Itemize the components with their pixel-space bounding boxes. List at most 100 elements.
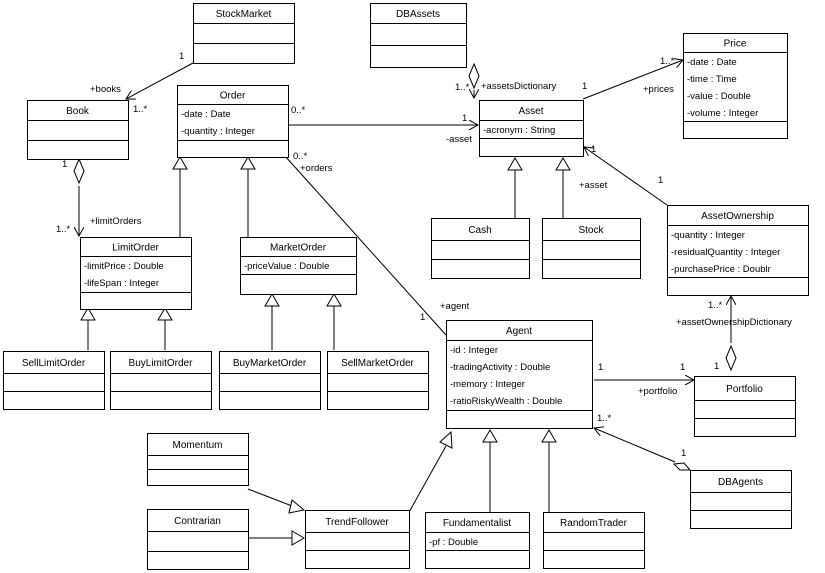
randomtrader-agent-triangle: [541, 429, 557, 443]
fundamentalist-attribute: -pf : Double: [429, 537, 478, 548]
class-buymarketorder[interactable]: BuyMarketOrder: [219, 351, 321, 410]
order-attribute: -date : Date: [181, 109, 231, 120]
trendfollower-agent-generalization: [407, 445, 447, 515]
book-class-name: Book: [66, 106, 90, 117]
class-portfolio[interactable]: Portfolio: [694, 376, 796, 437]
trendfollower-class-name: TrendFollower: [325, 517, 389, 528]
label-sm-book-mult2: 1..*: [133, 104, 148, 115]
class-agent[interactable]: Agent-id : Integer-tradingActivity : Dou…: [446, 320, 593, 429]
book-aggregation-diamond: [73, 157, 85, 185]
label-ao-pf-mult: 1..*: [708, 300, 723, 311]
label-agent-db-mult1: 1: [681, 448, 686, 459]
agent-attribute: -ratioRiskyWealth : Double: [450, 396, 562, 407]
label-order-asset-mult: 0..*: [291, 105, 306, 116]
class-randomtrader[interactable]: RandomTrader: [543, 512, 645, 569]
class-stock[interactable]: Stock: [542, 218, 641, 279]
cash-asset-triangle: [507, 157, 523, 171]
class-asset[interactable]: Asset -acronym : String: [479, 100, 584, 157]
dbagents-aggregation-diamond: [672, 462, 692, 471]
label-book-lo-role: +limitOrders: [90, 216, 142, 227]
class-dbagents[interactable]: DBAgents: [690, 470, 792, 529]
label-ao-asset-mult: 1: [591, 144, 596, 155]
selllimit-triangle: [80, 307, 96, 321]
momentum-trendfollower-generalization: [247, 488, 293, 507]
fundamentalist-class-name: Fundamentalist: [443, 518, 512, 529]
label-book-lo-mult2: 1..*: [56, 224, 71, 235]
relation-labels: 1 +books 1..* 1 1..* +assetsDictionary 1…: [56, 51, 792, 459]
label-agent-pf-mult: 1: [598, 362, 603, 373]
class-fundamentalist[interactable]: Fundamentalist -pf : Double: [425, 512, 530, 569]
buylimitorder-box: [110, 351, 212, 410]
momentum-class-name: Momentum: [172, 440, 222, 451]
class-book[interactable]: Book: [27, 100, 129, 160]
price-class-name: Price: [724, 39, 747, 50]
asset-class-name: Asset: [518, 106, 543, 117]
label-agent-order-mult: 1: [420, 312, 425, 323]
class-limitorder[interactable]: LimitOrder-limitPrice : Double-lifeSpan …: [80, 237, 192, 310]
class-assetownership[interactable]: AssetOwnership-quantity : Integer-residu…: [667, 205, 809, 296]
agent-attribute: -id : Integer: [450, 345, 498, 356]
momentum-box: [147, 433, 249, 486]
assetownership-box: [667, 205, 809, 296]
randomtrader-class-name: RandomTrader: [560, 518, 628, 529]
label-order-agent-mult: 0..*: [293, 151, 308, 162]
label-asset-price-mult1: 1: [582, 81, 587, 92]
contrarian-class-name: Contrarian: [174, 516, 221, 527]
book-box: [27, 100, 129, 160]
limitorder-order-triangle: [172, 156, 188, 170]
dbagents-agent-association: [594, 428, 676, 463]
class-dbassets[interactable]: DBAssets: [370, 3, 467, 68]
fundamentalist-agent-triangle: [482, 429, 498, 443]
order-class-name: Order: [220, 91, 246, 102]
limitorder-box: [80, 237, 192, 310]
selllimitorder-box: [3, 351, 105, 410]
fundamentalist-box: [425, 512, 530, 569]
marketorder-attribute: -priceValue : Double: [244, 261, 329, 272]
label-agent-pf-mult2: 1: [680, 362, 685, 373]
limitorder-attribute: -lifeSpan : Integer: [84, 278, 159, 289]
buymarketorder-box: [219, 351, 321, 410]
marketorder-box: [240, 237, 357, 295]
sellmarketorder-box: [327, 351, 429, 410]
contrarian-trendfollower-triangle: [291, 530, 305, 546]
stock-asset-triangle: [555, 157, 571, 171]
class-sellmarketorder[interactable]: SellMarketOrder: [327, 351, 429, 410]
label-agent-db-mult: 1..*: [597, 413, 612, 424]
class-momentum[interactable]: Momentum: [147, 433, 249, 486]
asset-box: [479, 100, 584, 157]
class-order[interactable]: Order-date : Date-quantity : Integer: [177, 85, 289, 158]
dbagents-class-name: DBAgents: [718, 477, 763, 488]
class-price[interactable]: Price-date : Date-time : Time-value : Do…: [683, 33, 788, 139]
class-buylimitorder[interactable]: BuyLimitOrder: [110, 351, 212, 410]
price-attribute: -time : Time: [687, 74, 737, 85]
stock-box: [542, 218, 641, 279]
label-book-lo-mult: 1: [62, 159, 67, 170]
price-attribute: -volume : Integer: [687, 108, 758, 119]
stockmarket-class-name: StockMarket: [216, 9, 272, 20]
assetownership-attribute: -residualQuantity : Integer: [671, 247, 780, 258]
sellmarket-triangle: [326, 293, 342, 307]
class-contrarian[interactable]: Contrarian: [147, 509, 249, 570]
agent-attribute: -tradingActivity : Double: [450, 362, 550, 373]
order-agent-association: [284, 155, 447, 336]
assetownership-class-name: AssetOwnership: [701, 211, 774, 222]
relations: [73, 60, 737, 546]
portfolio-aggregation-diamond: [725, 344, 737, 372]
assetownership-attribute: -purchasePrice : Doublr: [671, 264, 771, 275]
asset-attribute: -acronym : String: [483, 125, 555, 136]
label-db-asset-role: +assetsDictionary: [481, 81, 556, 92]
label-order-asset-role: -asset: [446, 134, 472, 145]
marketorder-order-triangle: [240, 156, 256, 170]
class-selllimitorder[interactable]: SellLimitOrder: [3, 351, 105, 410]
stock-class-name: Stock: [578, 225, 604, 236]
cash-class-name: Cash: [468, 225, 491, 236]
label-db-asset-mult2: 1..*: [455, 82, 470, 93]
class-stockmarket[interactable]: StockMarket: [193, 3, 295, 64]
label-order-agent-role: +orders: [300, 163, 333, 174]
class-trendfollower[interactable]: TrendFollower: [305, 510, 410, 569]
class-cash[interactable]: Cash: [431, 218, 530, 279]
momentum-trendfollower-triangle: [288, 499, 306, 514]
class-marketorder[interactable]: MarketOrder-priceValue : Double: [240, 237, 357, 295]
selllimitorder-class-name: SellLimitOrder: [22, 358, 86, 369]
